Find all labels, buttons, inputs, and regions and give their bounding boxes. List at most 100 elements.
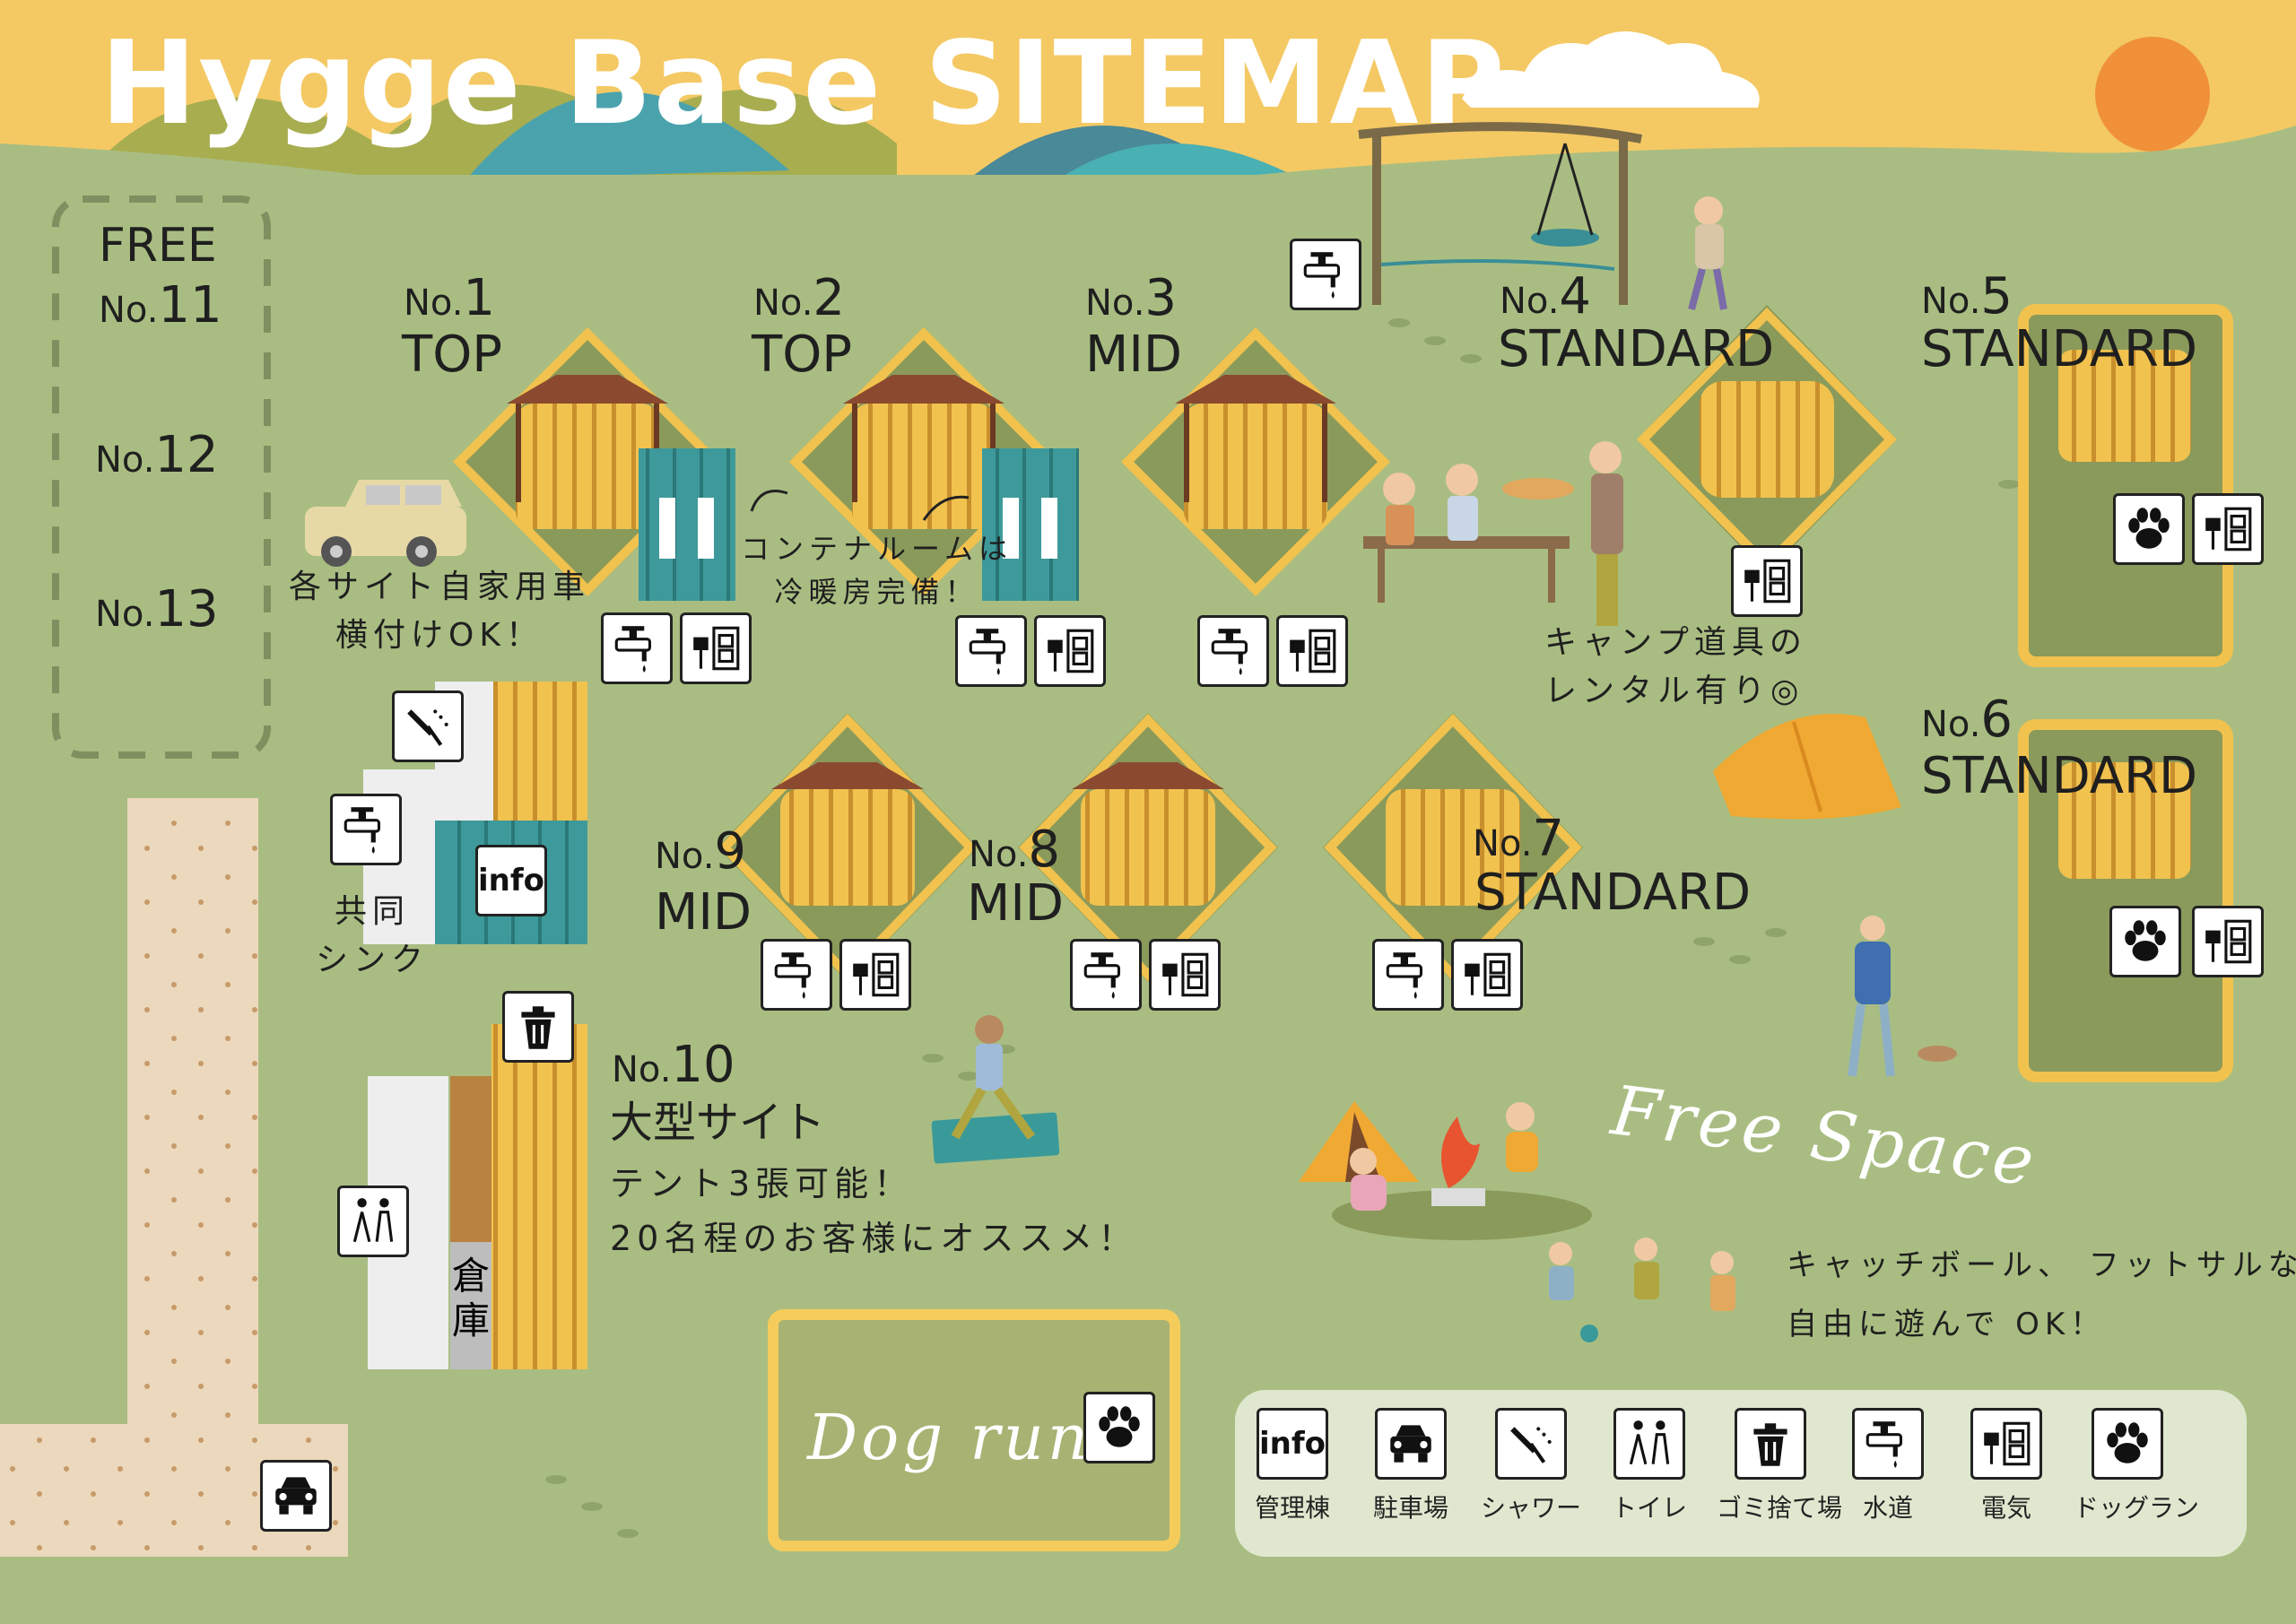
- site-13-label[interactable]: No.13: [95, 580, 219, 638]
- campfire: [1441, 1116, 1480, 1188]
- water-tap-icon: [1197, 615, 1269, 687]
- site-8-grade: MID: [967, 874, 1064, 933]
- info-icon[interactable]: info: [475, 845, 547, 916]
- site-1-number[interactable]: No.1: [404, 269, 496, 327]
- hill-teal: [466, 91, 789, 179]
- ground-edge: [0, 126, 2296, 187]
- car-icon: [1375, 1408, 1447, 1480]
- power-outlet-icon: [1451, 939, 1523, 1011]
- site-10-number[interactable]: No.10: [612, 1036, 735, 1094]
- paw-icon: [2092, 1408, 2163, 1480]
- site-9-number[interactable]: No.9: [655, 822, 747, 881]
- swing-seat: [1531, 229, 1599, 247]
- swing: [1358, 122, 1642, 305]
- power-outlet-icon: [1970, 1408, 2042, 1480]
- map-legend: info 管理棟 駐車場 シャワー トイレ ゴミ捨て場 水道 電気 ドッグラン: [1235, 1390, 2247, 1557]
- walking-path: [0, 798, 348, 1557]
- legend-item-dog-run: ドッグラン: [2074, 1408, 2199, 1524]
- site-7-number[interactable]: No.7: [1473, 810, 1565, 868]
- free-space-note: キャッチボール、 フットサルなど自由に遊んで OK！: [1787, 1247, 2296, 1343]
- container-room-2: [982, 448, 1079, 601]
- legend-item-power: 電気: [1952, 1408, 2060, 1524]
- power-outlet-icon: [2192, 493, 2264, 565]
- paw-icon: [1083, 1392, 1155, 1463]
- site-4-grade: STANDARD: [1498, 320, 1775, 378]
- shower-icon: [392, 690, 464, 762]
- water-tap-icon: [955, 615, 1027, 687]
- site-12-label[interactable]: No.12: [95, 426, 219, 484]
- container-room-1: [639, 448, 735, 601]
- paw-icon: [2109, 906, 2181, 977]
- legend-item-shower: シャワー: [1477, 1408, 1585, 1524]
- legend-item-parking: 駐車場: [1357, 1408, 1465, 1524]
- storage-shed: [450, 1242, 491, 1369]
- power-outlet-icon: [1149, 939, 1221, 1011]
- hill-teal-2: [1058, 143, 1300, 179]
- container-note: コンテナルームは冷暖房完備！: [741, 532, 1013, 609]
- water-tap-icon: [761, 939, 832, 1011]
- free-area-label: FREE: [99, 219, 217, 273]
- site-1-grade: TOP: [402, 326, 503, 384]
- site-4-number[interactable]: No.4: [1500, 267, 1592, 326]
- power-outlet-icon: [2192, 906, 2264, 977]
- toilet-icon: [1613, 1408, 1685, 1480]
- storage-wall: [450, 1076, 491, 1242]
- legend-item-toilet: トイレ: [1596, 1408, 1703, 1524]
- map-title: Hygge Base SITEMAP: [100, 17, 1507, 151]
- site-3-grade: MID: [1085, 326, 1182, 384]
- info-icon: info: [1257, 1408, 1328, 1480]
- car-illustration: [305, 480, 466, 567]
- shared-sink-note: 共同シンク: [316, 893, 430, 978]
- water-tap-icon: [601, 612, 673, 684]
- power-outlet-icon: [1034, 615, 1106, 687]
- site-3-pitch: [1120, 326, 1391, 597]
- cloud: [1462, 31, 1760, 108]
- power-outlet-icon: [680, 612, 752, 684]
- facility-deck-1: [493, 682, 587, 821]
- legend-item-trash: ゴミ捨て場: [1717, 1408, 1842, 1524]
- site-8-pitch: [1018, 713, 1278, 982]
- power-outlet-icon: [839, 939, 911, 1011]
- water-tap-icon: [1852, 1408, 1924, 1480]
- site-2-number[interactable]: No.2: [753, 269, 846, 327]
- trash-icon: [502, 991, 574, 1063]
- site-5-number[interactable]: No.5: [1921, 267, 2013, 326]
- water-tap-icon: [1290, 239, 1361, 310]
- site-5-grade: STANDARD: [1921, 320, 2198, 378]
- trash-icon: [1735, 1408, 1806, 1480]
- car-icon: [260, 1460, 332, 1532]
- storage-label: 倉庫: [451, 1254, 490, 1343]
- paw-icon: [2113, 493, 2185, 565]
- shower-icon: [1495, 1408, 1567, 1480]
- toilet-icon: [337, 1185, 409, 1257]
- site-10-grade: 大型サイト: [610, 1098, 826, 1148]
- site-6-number[interactable]: No.6: [1921, 690, 2013, 749]
- site-9-pitch: [718, 713, 978, 982]
- site-7-pitch: [1323, 713, 1583, 982]
- site-10-pitch: [491, 1024, 587, 1369]
- legend-item-office: info 管理棟: [1239, 1408, 1346, 1524]
- table: [1363, 536, 1570, 549]
- sun: [2095, 37, 2210, 152]
- water-tap-icon: [330, 794, 402, 865]
- site-6-grade: STANDARD: [1921, 747, 2198, 805]
- water-tap-icon: [1372, 939, 1444, 1011]
- site-8-number[interactable]: No.8: [969, 821, 1061, 879]
- site-11-label[interactable]: No.11: [99, 276, 222, 334]
- power-outlet-icon: [1276, 615, 1348, 687]
- site-9-grade: MID: [655, 883, 752, 942]
- rental-note: キャンプ道具のレンタル有り◎: [1544, 624, 1807, 709]
- site-2-grade: TOP: [752, 326, 853, 384]
- car-note: 各サイト自家用車横付けOK！: [289, 569, 591, 654]
- power-outlet-icon: [1731, 545, 1803, 617]
- dog-run-label: Dog run: [807, 1401, 1091, 1474]
- dog-run-area[interactable]: Dog run: [768, 1309, 1180, 1551]
- site-3-number[interactable]: No.3: [1085, 269, 1178, 327]
- site-7-grade: STANDARD: [1474, 864, 1752, 922]
- legend-item-water: 水道: [1834, 1408, 1942, 1524]
- site-1-pitch: [452, 326, 723, 597]
- site-10-note: テント3張可能！20名程のお客様にオススメ！: [610, 1164, 1138, 1258]
- water-tap-icon: [1070, 939, 1142, 1011]
